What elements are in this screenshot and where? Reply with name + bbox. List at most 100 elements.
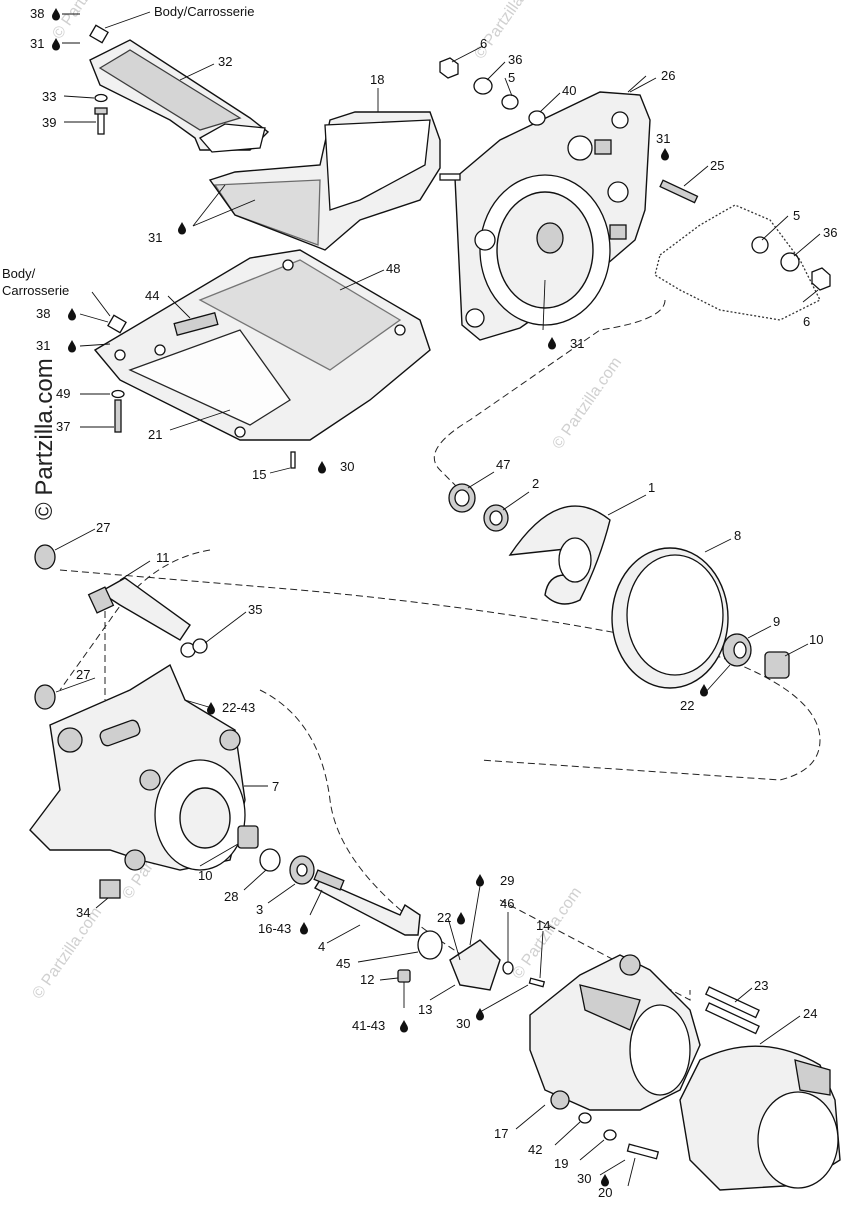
callout-24: 24 [803, 1006, 817, 1021]
part-17-venturi [529, 954, 701, 1111]
callout-6: 6 [480, 36, 487, 51]
part-12-plug [397, 969, 411, 983]
oil-drop-icon [400, 1020, 408, 1033]
part-23-pins [704, 986, 760, 1035]
callout-21: 21 [148, 427, 162, 442]
part-25-stud [659, 179, 699, 204]
callout-22-43: 22-43 [222, 700, 255, 715]
callout-12: 12 [360, 972, 374, 987]
callout-41-43: 41-43 [352, 1018, 385, 1033]
part-48-plate [93, 249, 431, 441]
leader-lines [54, 11, 821, 1187]
assembly-line [499, 899, 691, 1001]
part-27-plug [34, 684, 56, 710]
watermark: © Partzilla.com [29, 904, 105, 1002]
body-reference-mid-line2: Carrosserie [2, 283, 69, 298]
part-44-strip [173, 311, 219, 337]
watermark-main: © Partzilla.com [31, 358, 58, 520]
callout-32: 32 [218, 54, 232, 69]
callout-38: 38 [36, 306, 50, 321]
callout-31: 31 [570, 336, 584, 351]
assembly-line [59, 549, 211, 691]
part-10-bearing [764, 651, 790, 679]
part-20-bolt [626, 1143, 660, 1160]
callout-17: 17 [494, 1126, 508, 1141]
part-7-pump-housing [29, 663, 246, 871]
part-32-support [89, 39, 270, 153]
callout-4: 4 [318, 939, 325, 954]
callout-30: 30 [456, 1016, 470, 1031]
callout-36: 36 [508, 52, 522, 67]
part-34-block [99, 879, 121, 899]
part-49-washer [111, 389, 125, 399]
callout-40: 40 [562, 83, 576, 98]
body-mount-pad [107, 314, 127, 334]
part-15-screw [290, 451, 296, 469]
part-37-bolt [114, 399, 122, 433]
oil-drop-icon [68, 340, 76, 353]
part-11-tube [87, 577, 191, 641]
oil-drop-icon [476, 874, 484, 887]
oil-drop-icon [601, 1174, 609, 1187]
callout-8: 8 [734, 528, 741, 543]
callout-23: 23 [754, 978, 768, 993]
part-2-bushing [483, 504, 509, 532]
part-5-washer [751, 236, 769, 254]
watermark: © Partzilla.com [549, 354, 625, 452]
body-mount-pad [89, 24, 109, 44]
oil-drop-icon [178, 222, 186, 235]
part-45-oring [417, 930, 443, 960]
callout-11: 11 [156, 550, 170, 565]
callout-45: 45 [336, 956, 350, 971]
callout-2: 2 [532, 476, 539, 491]
part-36-washer [780, 252, 800, 272]
callout-31: 31 [36, 338, 50, 353]
part-19-washer [603, 1129, 617, 1141]
body-reference-top: Body/Carrosserie [154, 4, 254, 19]
mounting-bracket [654, 204, 821, 321]
callout-9: 9 [773, 614, 780, 629]
callout-28: 28 [224, 889, 238, 904]
callout-37: 37 [56, 419, 70, 434]
part-5-washer [501, 94, 519, 110]
part-10-bearing [237, 825, 259, 849]
callout-31: 31 [148, 230, 162, 245]
callout-22: 22 [437, 910, 451, 925]
oil-drop-icon [52, 8, 60, 21]
callout-10: 10 [809, 632, 823, 647]
oil-drop-icon [318, 461, 326, 474]
callout-34: 34 [76, 905, 90, 920]
part-13-cap [449, 939, 501, 991]
watermark: © Partzilla.com [509, 884, 585, 982]
oil-drop-icon [207, 702, 215, 715]
callout-48: 48 [386, 261, 400, 276]
part-1-impeller-cover [508, 505, 611, 605]
callout-44: 44 [145, 288, 159, 303]
callout-31: 31 [30, 36, 44, 51]
callout-19: 19 [554, 1156, 568, 1171]
callout-10: 10 [198, 868, 212, 883]
callout-7: 7 [272, 779, 279, 794]
callout-16-43: 16-43 [258, 921, 291, 936]
oil-drop-icon [457, 912, 465, 925]
callout-27: 27 [76, 667, 90, 682]
callout-20: 20 [598, 1185, 612, 1200]
oil-drop-icon [68, 308, 76, 321]
callout-3: 3 [256, 902, 263, 917]
callout-36: 36 [823, 225, 837, 240]
oil-drop-icon [700, 684, 708, 697]
callout-5: 5 [508, 70, 515, 85]
part-40-ring [528, 110, 546, 126]
part-18-cover [208, 111, 441, 251]
oil-drop-icon [661, 148, 669, 161]
part-14-screw [528, 977, 546, 988]
part-6-nut [439, 57, 459, 79]
part-36-washer [473, 77, 493, 95]
oil-drop-icon [548, 337, 556, 350]
callout-39: 39 [42, 115, 56, 130]
body-reference-mid-line1: Body/ [2, 266, 36, 281]
callout-35: 35 [248, 602, 262, 617]
callout-30: 30 [340, 459, 354, 474]
callout-5: 5 [793, 208, 800, 223]
oil-drop-icon [476, 1008, 484, 1021]
